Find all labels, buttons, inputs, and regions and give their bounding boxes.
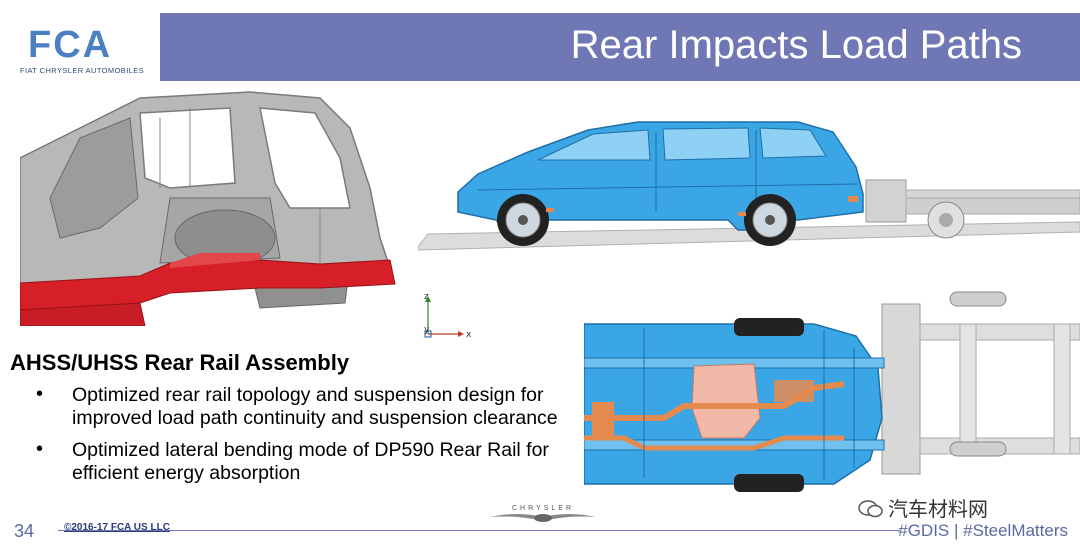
chrysler-wordmark: CHRYSLER [512,505,574,512]
side-impact-image [418,112,1080,262]
underbody-image [584,288,1080,500]
bullet-item: • Optimized rear rail topology and suspe… [36,383,576,430]
axis-y-label: y [424,325,430,335]
page-number: 34 [14,521,35,541]
title-band: Rear Impacts Load Paths [160,13,1080,81]
wechat-icon [858,499,884,519]
hashtags: #GDIS | #SteelMatters [898,521,1068,540]
footer-divider [58,530,900,531]
logo-wordmark: FCA [28,24,113,66]
axis-z-label: z [424,292,429,302]
copyright: ©2016-17 FCA US LLC [64,522,170,533]
rear-structure-image [20,88,410,326]
chrysler-logo: CHRYSLER [488,505,598,525]
bullet-text: Optimized rear rail topology and suspens… [72,384,558,429]
axis-x-label: x [466,330,472,340]
watermark: 汽车材料网 [858,493,988,522]
subheading: AHSS/UHSS Rear Rail Assembly [10,350,350,375]
watermark-text: 汽车材料网 [888,499,988,521]
bullet-item: • Optimized lateral bending mode of DP59… [36,438,576,485]
bullet-glyph: • [36,438,44,460]
bullet-glyph: • [36,383,44,405]
coordinate-axis-triad: z y x [418,290,478,340]
bullet-list: • Optimized rear rail topology and suspe… [36,383,576,494]
fca-logo: FCA FIAT CHRYSLER AUTOMOBILES [6,10,156,76]
logo-subtitle: FIAT CHRYSLER AUTOMOBILES [20,66,145,75]
slide-title: Rear Impacts Load Paths [570,23,1022,67]
bullet-text: Optimized lateral bending mode of DP590 … [72,439,549,484]
